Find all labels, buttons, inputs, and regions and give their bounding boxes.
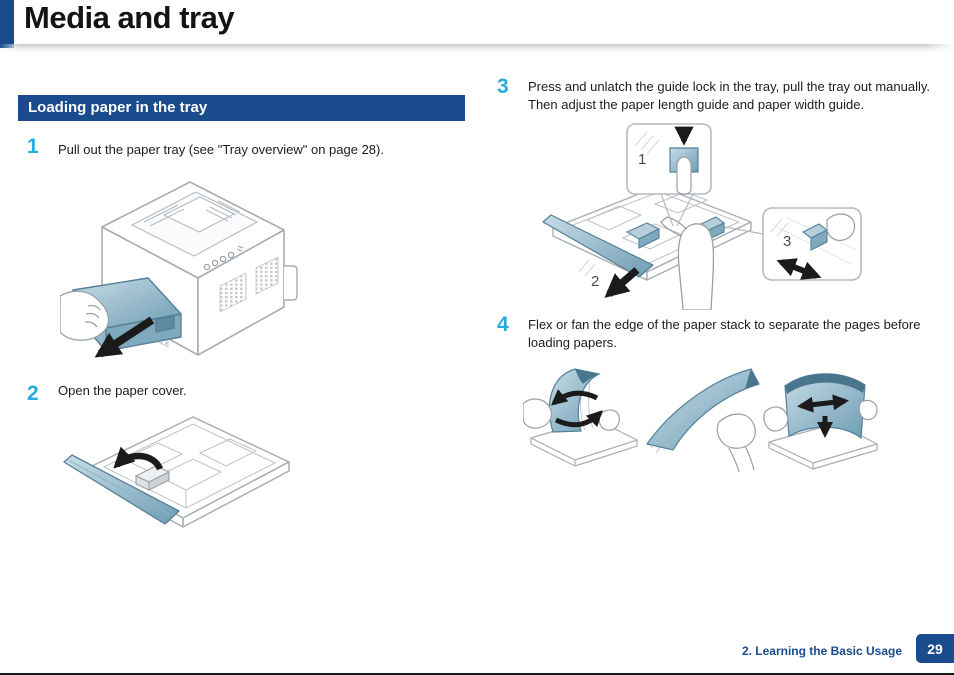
- pull-tray-arrow-icon: [604, 267, 640, 298]
- paper-stack-base: [768, 422, 878, 470]
- title-divider: [0, 44, 954, 53]
- callout-1-label: 1: [638, 151, 646, 168]
- printer-illustration: [60, 181, 298, 358]
- paper-length-guide: [134, 465, 171, 491]
- step-3-number: 3: [497, 75, 509, 98]
- step-2-text: Open the paper cover.: [58, 383, 187, 398]
- hand-illustration: [716, 413, 756, 472]
- hand-illustration: [826, 213, 856, 241]
- page-title: Media and tray: [24, 0, 235, 35]
- section-heading-bar: Loading paper in the tray: [18, 95, 465, 121]
- tap-horizontal-arrow-icon: [797, 394, 849, 413]
- step-1-number: 1: [27, 135, 39, 158]
- callout-2-label: 2: [591, 273, 599, 290]
- printer-output-tray: [130, 191, 259, 257]
- open-cover-arrow-icon: [113, 446, 164, 471]
- paper-top-edge: [745, 369, 759, 389]
- section-heading-label: Loading paper in the tray: [28, 99, 208, 116]
- paper-fan-illustration: [523, 368, 878, 472]
- flex-arrow-left-icon: [550, 389, 599, 406]
- tray-inner-details: [102, 423, 277, 509]
- cover-edge-line: [69, 460, 171, 516]
- paper-top-edge: [575, 369, 599, 384]
- hand-illustration: [60, 290, 110, 341]
- tray-body: [89, 416, 290, 528]
- paper-cover-flap: [63, 454, 180, 525]
- tray-open-illustration: [63, 416, 290, 528]
- callout-box-3: 3: [762, 207, 862, 281]
- pull-direction-arrow-icon: [94, 316, 155, 358]
- callout-3-pointer: [724, 226, 764, 235]
- callout-2-hatch: [578, 259, 596, 277]
- bottom-edge: [0, 673, 954, 675]
- guide-lock-block: [625, 222, 661, 249]
- printer-side-latch: [284, 265, 298, 301]
- guide-adjust-illustration: 1 2 3: [542, 123, 862, 310]
- step-1-text: Pull out the paper tray (see "Tray overv…: [58, 142, 384, 157]
- slide-guide-arrow-icon: [776, 258, 822, 280]
- step-3-text: Press and unlatch the guide lock in the …: [528, 79, 931, 112]
- page-number-badge: 29: [916, 634, 954, 663]
- finger-icon: [676, 156, 692, 195]
- callout-1-pointer: [660, 193, 694, 227]
- flex-arrow-right-icon: [554, 410, 603, 428]
- hand-illustration: [763, 399, 878, 432]
- paper-top-edge: [785, 373, 865, 394]
- step-2-number: 2: [27, 382, 39, 405]
- hand-illustration: [660, 216, 715, 310]
- step-4-number: 4: [497, 313, 509, 336]
- printer-control-buttons: [203, 245, 244, 271]
- footer-chapter: 2. Learning the Basic Usage: [741, 644, 902, 658]
- page-number: 29: [927, 640, 943, 657]
- title-accent-bar: [0, 0, 14, 48]
- paper-width-guide: [699, 216, 726, 240]
- paper-cover-flap: [542, 214, 654, 278]
- callout-box-1: 1: [626, 123, 712, 195]
- step-4-text: Flex or fan the edge of the paper stack …: [528, 317, 921, 350]
- callout-3-label: 3: [783, 233, 791, 250]
